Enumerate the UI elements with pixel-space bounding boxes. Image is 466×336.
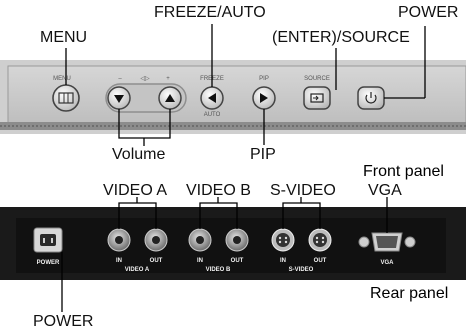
printed-vga: VGA bbox=[380, 260, 394, 266]
triangle-right-icon bbox=[260, 93, 268, 103]
rear-panel-caption: Rear panel bbox=[370, 285, 449, 302]
front-panel-caption: Front panel bbox=[363, 163, 444, 180]
printed-rear-power: POWER bbox=[37, 260, 60, 266]
vga-port[interactable] bbox=[358, 232, 416, 252]
callout-power-rear: POWER bbox=[33, 313, 94, 330]
callout-vga: VGA bbox=[368, 182, 402, 199]
s-video-out-jack[interactable] bbox=[308, 228, 332, 252]
triangle-down-icon bbox=[114, 95, 124, 103]
printed-source-label: SOURCE bbox=[304, 76, 330, 82]
s-video-in-jack[interactable] bbox=[271, 228, 295, 252]
video-b-in-jack[interactable] bbox=[188, 228, 212, 252]
power-button-front[interactable] bbox=[357, 86, 385, 110]
callout-pip: PIP bbox=[250, 146, 276, 163]
freeze-auto-button[interactable] bbox=[200, 86, 224, 110]
printed-out-b: OUT bbox=[231, 258, 244, 264]
printed-out-s: OUT bbox=[314, 258, 327, 264]
volume-down-button[interactable] bbox=[107, 86, 131, 110]
power-icon bbox=[365, 94, 377, 104]
printed-in-s: IN bbox=[280, 258, 286, 264]
volume-up-button[interactable] bbox=[158, 86, 182, 110]
callout-s-video: S-VIDEO bbox=[270, 182, 336, 199]
video-a-in-jack[interactable] bbox=[107, 228, 131, 252]
rear-leader-lines bbox=[61, 197, 388, 312]
printed-plus-label: + bbox=[166, 76, 170, 82]
front-panel bbox=[0, 60, 466, 134]
video-a-out-jack[interactable] bbox=[144, 228, 168, 252]
triangle-up-icon bbox=[165, 94, 175, 102]
callout-enter-source: (ENTER)/SOURCE bbox=[272, 29, 410, 46]
printed-in-a: IN bbox=[116, 258, 122, 264]
printed-auto-label: AUTO bbox=[204, 112, 221, 118]
source-input-icon bbox=[310, 93, 324, 103]
menu-grid-icon bbox=[58, 92, 74, 104]
printed-volume-label: ◁▷ bbox=[140, 76, 150, 82]
printed-in-b: IN bbox=[197, 258, 203, 264]
callout-freeze-auto: FREEZE/AUTO bbox=[154, 4, 266, 21]
triangle-left-icon bbox=[208, 93, 216, 103]
callout-menu: MENU bbox=[40, 29, 88, 46]
printed-pip-label: PIP bbox=[259, 76, 269, 82]
front-leader-lines bbox=[65, 24, 426, 146]
callout-volume: Volume bbox=[112, 146, 166, 163]
enter-source-button[interactable] bbox=[303, 86, 331, 110]
printed-video-b: VIDEO B bbox=[206, 267, 231, 273]
pip-button[interactable] bbox=[252, 86, 276, 110]
callout-power-front: POWER bbox=[398, 4, 459, 21]
printed-out-a: OUT bbox=[150, 258, 163, 264]
printed-s-video: S-VIDEO bbox=[289, 267, 314, 273]
menu-button[interactable] bbox=[52, 84, 80, 112]
printed-minus-label: – bbox=[118, 76, 122, 82]
callout-video-b: VIDEO B bbox=[186, 182, 251, 199]
video-b-out-jack[interactable] bbox=[225, 228, 249, 252]
callout-video-a: VIDEO A bbox=[103, 182, 168, 199]
power-inlet bbox=[33, 227, 63, 253]
printed-menu-label: MENU bbox=[53, 76, 71, 82]
printed-video-a: VIDEO A bbox=[125, 267, 150, 273]
